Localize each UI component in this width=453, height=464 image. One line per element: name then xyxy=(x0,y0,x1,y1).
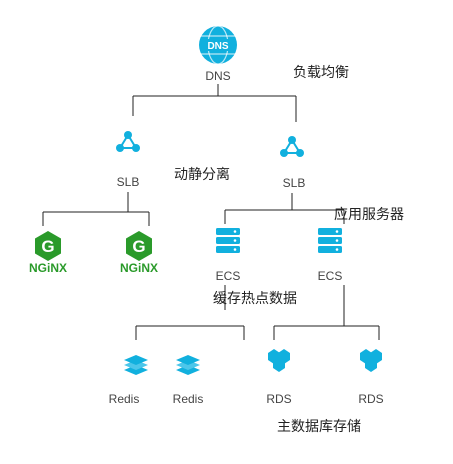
nginx-text: NGiNX xyxy=(29,261,67,275)
rds-label: RDS xyxy=(358,392,383,406)
rds-node-left[interactable]: RDS xyxy=(266,349,292,406)
svg-text:G: G xyxy=(132,237,145,256)
slb-icon xyxy=(116,131,140,152)
svg-text:G: G xyxy=(41,237,54,256)
caption-static-dynamic: 动静分离 xyxy=(174,166,230,183)
rds-node-right[interactable]: RDS xyxy=(358,349,384,406)
rds-icon xyxy=(360,349,382,372)
caption-db: 主数据库存储 xyxy=(277,419,361,435)
ecs-label: ECS xyxy=(216,269,241,283)
server-icon xyxy=(216,228,240,253)
slb-node-left[interactable]: SLB xyxy=(116,131,140,189)
dns-label: DNS xyxy=(205,69,230,83)
slb-label: SLB xyxy=(283,176,306,190)
redis-node-left[interactable]: Redis xyxy=(109,355,148,406)
connector-lines xyxy=(42,84,380,340)
caption-load-balance: 负载均衡 xyxy=(293,65,349,81)
nginx-logo: G xyxy=(126,231,152,261)
redis-node-right[interactable]: Redis xyxy=(173,355,204,406)
ecs-label: ECS xyxy=(318,269,343,283)
nginx-text: NGiNX xyxy=(120,261,158,275)
ecs-node-right[interactable]: ECS xyxy=(318,228,343,283)
slb-node-right[interactable]: SLB xyxy=(280,136,305,190)
dns-badge: DNS xyxy=(207,41,228,52)
redis-label: Redis xyxy=(109,392,140,406)
redis-icon xyxy=(176,355,200,375)
redis-label: Redis xyxy=(173,392,204,406)
caption-app-servers: 应用服务器 xyxy=(334,206,404,223)
dns-node[interactable]: DNS DNS xyxy=(199,25,237,83)
caption-cache: 缓存热点数据 xyxy=(213,291,297,307)
nginx-node-left[interactable]: G NGiNX xyxy=(29,231,67,275)
globe-icon: DNS xyxy=(199,25,237,65)
slb-icon xyxy=(280,136,304,157)
rds-icon xyxy=(268,349,290,372)
ecs-node-left[interactable]: ECS xyxy=(216,228,241,283)
nginx-logo: G xyxy=(35,231,61,261)
slb-label: SLB xyxy=(117,175,140,189)
redis-icon xyxy=(124,355,148,375)
server-icon xyxy=(318,228,342,253)
rds-label: RDS xyxy=(266,392,291,406)
nginx-node-right[interactable]: G NGiNX xyxy=(120,231,158,275)
